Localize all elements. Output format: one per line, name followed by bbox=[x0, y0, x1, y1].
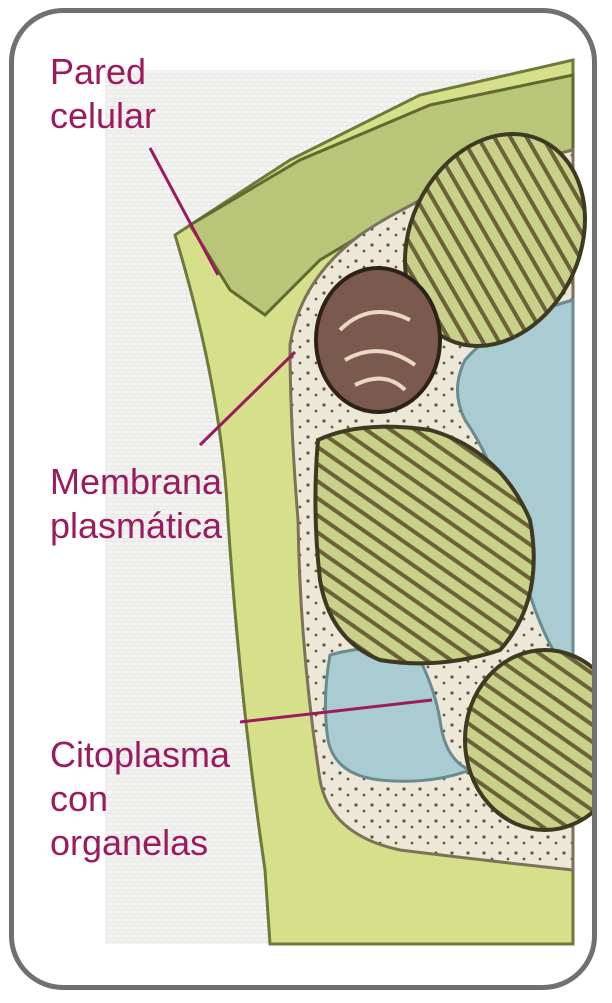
label-cell-wall: Pared celular bbox=[50, 50, 156, 138]
label-plasma-membrane: Membrana plasmática bbox=[50, 460, 222, 548]
organelle-dark bbox=[316, 268, 440, 412]
label-plasma-membrane-line2: plasmática bbox=[50, 504, 222, 548]
label-cell-wall-line1: Pared bbox=[50, 50, 156, 94]
label-cell-wall-line2: celular bbox=[50, 94, 156, 138]
organelle-bottom-right bbox=[465, 650, 612, 830]
label-plasma-membrane-line1: Membrana bbox=[50, 460, 222, 504]
label-cytoplasm: Citoplasma con organelas bbox=[50, 733, 230, 865]
label-cytoplasm-line3: organelas bbox=[50, 821, 230, 865]
label-cytoplasm-line2: con bbox=[50, 777, 230, 821]
label-cytoplasm-line1: Citoplasma bbox=[50, 733, 230, 777]
